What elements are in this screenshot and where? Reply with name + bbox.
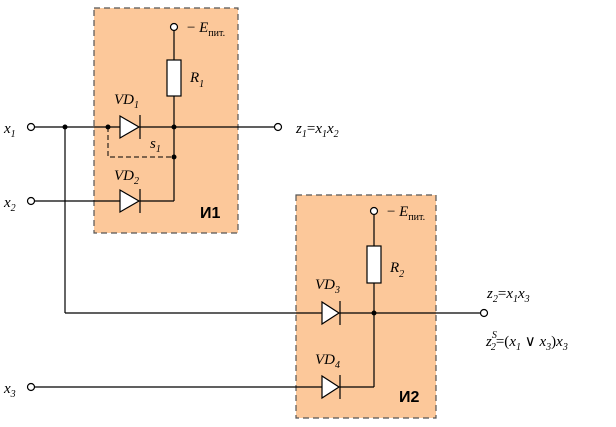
input-x1-label: x1 bbox=[3, 121, 16, 140]
diode-vd1-label: VD1 bbox=[114, 92, 139, 111]
supply-2-label: −Eпит. bbox=[386, 204, 425, 223]
resistor-r1 bbox=[166, 59, 182, 97]
terminal-x1 bbox=[26, 122, 36, 132]
output-z2-label: z2=x1x3 bbox=[486, 286, 530, 305]
junction-dots bbox=[62, 124, 377, 316]
supply-1-label: −Eпит. bbox=[186, 20, 225, 39]
diode-vd3-label: VD3 bbox=[315, 277, 340, 296]
switch-s1-label: s1 bbox=[150, 136, 161, 155]
block-1-label: И1 bbox=[200, 205, 221, 222]
resistor-r1-label: R1 bbox=[189, 70, 204, 90]
switch-s1 bbox=[107, 127, 174, 158]
terminal-z1 bbox=[273, 122, 283, 132]
resistor-r2 bbox=[366, 245, 382, 284]
resistor-r2-label: R2 bbox=[389, 260, 404, 280]
input-x3-label: x3 bbox=[3, 381, 16, 400]
output-z1-label: z1=x1x2 bbox=[295, 121, 339, 140]
block-2 bbox=[295, 194, 437, 419]
diode-vd2 bbox=[119, 188, 141, 214]
diode-vd4-label: VD4 bbox=[315, 352, 340, 371]
input-x2-label: x2 bbox=[3, 195, 16, 214]
diode-vd3 bbox=[321, 300, 341, 326]
terminal-x2 bbox=[26, 196, 36, 206]
block-2-label: И2 bbox=[399, 389, 420, 406]
wires-block-2 bbox=[34, 127, 480, 388]
terminal-z2 bbox=[479, 308, 489, 318]
diode-vd4 bbox=[321, 374, 341, 400]
terminal-x3 bbox=[26, 382, 36, 392]
terminal-supply-2 bbox=[369, 206, 379, 216]
block-1 bbox=[93, 7, 239, 234]
terminals bbox=[26, 22, 489, 392]
terminal-supply-1 bbox=[169, 22, 179, 32]
diode-vd2-label: VD2 bbox=[114, 168, 139, 187]
diode-vd1 bbox=[119, 114, 141, 140]
